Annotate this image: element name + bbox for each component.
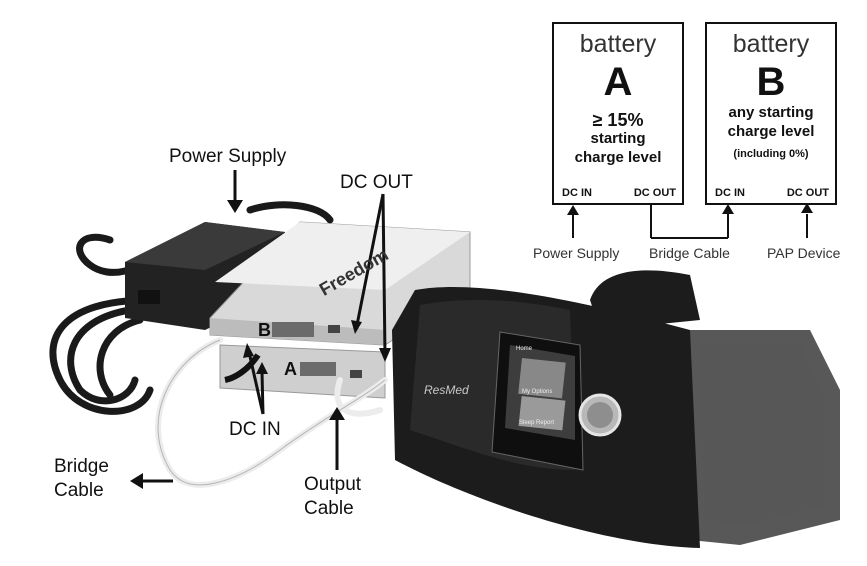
output-cable-label: Output Cable: [304, 474, 362, 519]
photo-arrowheads: [130, 200, 391, 489]
photo-arrows: [140, 170, 387, 483]
dc-out-label: DC OUT: [340, 172, 413, 193]
battery-b-dc-out: DC OUT: [786, 187, 829, 199]
battery-b-cond-line3: (including 0%): [733, 148, 809, 160]
battery-b-cond-line1: any starting: [728, 104, 814, 121]
battery-b-mark: B: [258, 320, 271, 340]
screen-home-label: Home: [516, 346, 533, 352]
cpap-brand-logo: ResMed: [424, 383, 469, 397]
battery-a-cond-line2: starting: [590, 130, 646, 147]
schematic-arrowheads: [567, 203, 813, 215]
battery-b-cond-line2: charge level: [727, 123, 815, 140]
battery-b-name: battery: [732, 30, 810, 58]
screen-sleep-label: Sleep Report: [519, 420, 555, 426]
battery-a-dc-out: DC OUT: [633, 187, 676, 199]
bridge-cable-label: Bridge Cable: [54, 456, 109, 501]
flow-power-supply: Power Supply: [533, 245, 620, 261]
battery-a-dc-in: DC IN: [562, 187, 592, 199]
battery-a-letter: A: [603, 60, 633, 104]
battery-a-box: battery A ≥ 15% starting charge level DC…: [552, 22, 684, 205]
battery-a-mark: A: [284, 359, 297, 379]
battery-a-name: battery: [579, 30, 657, 58]
schematic-lines: [572, 205, 808, 239]
dc-in-label: DC IN: [229, 419, 281, 440]
flow-pap-device: PAP Device: [767, 245, 841, 261]
battery-b-letter: B: [756, 60, 786, 104]
power-supply-label: Power Supply: [169, 146, 287, 167]
cpap-device: [392, 270, 840, 548]
battery-a-cond-line3: charge level: [574, 149, 662, 166]
screen-options-label: My Options: [522, 389, 553, 395]
battery-b-box: battery B any starting charge level (inc…: [705, 22, 837, 205]
power-cord-coil: [49, 201, 334, 415]
dc-in-cable: [224, 353, 261, 383]
flow-bridge-cable: Bridge Cable: [649, 245, 730, 261]
battery-b-dc-in: DC IN: [715, 187, 745, 199]
battery-a-threshold: ≥ 15%: [592, 110, 644, 130]
